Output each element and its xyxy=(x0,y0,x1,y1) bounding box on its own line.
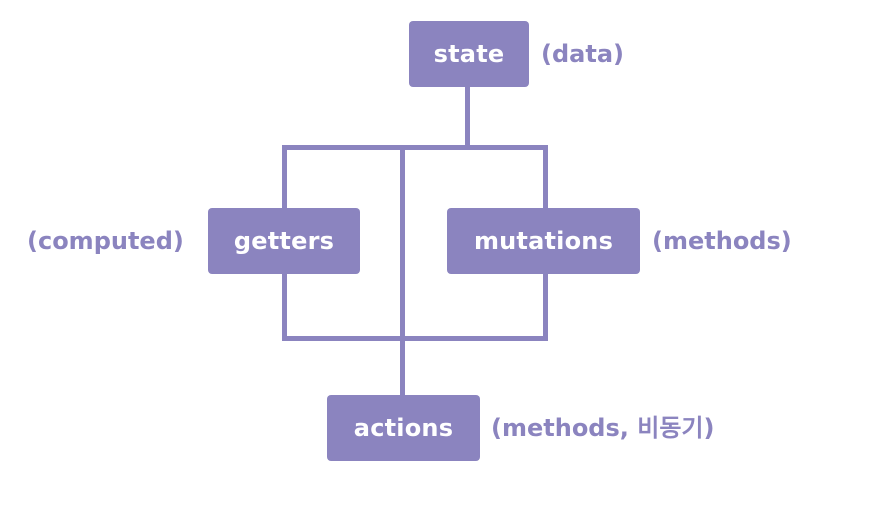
state-node: state xyxy=(409,21,529,87)
getters-note: (computed) xyxy=(27,227,184,255)
mutations-label: mutations xyxy=(473,227,614,255)
actions-note: (methods, 비동기) xyxy=(491,414,715,442)
connector-center-vertical xyxy=(400,145,405,395)
mutations-node: mutations xyxy=(447,208,640,274)
actions-node: actions xyxy=(327,395,480,461)
connector-bottom-bar xyxy=(282,336,548,341)
connector-state-down xyxy=(465,86,470,150)
state-label: state xyxy=(433,40,505,68)
connector-top-bar xyxy=(282,145,548,150)
getters-node: getters xyxy=(208,208,360,274)
getters-label: getters xyxy=(233,227,335,255)
actions-label: actions xyxy=(353,414,454,442)
state-note: (data) xyxy=(541,40,624,68)
mutations-note: (methods) xyxy=(652,227,792,255)
